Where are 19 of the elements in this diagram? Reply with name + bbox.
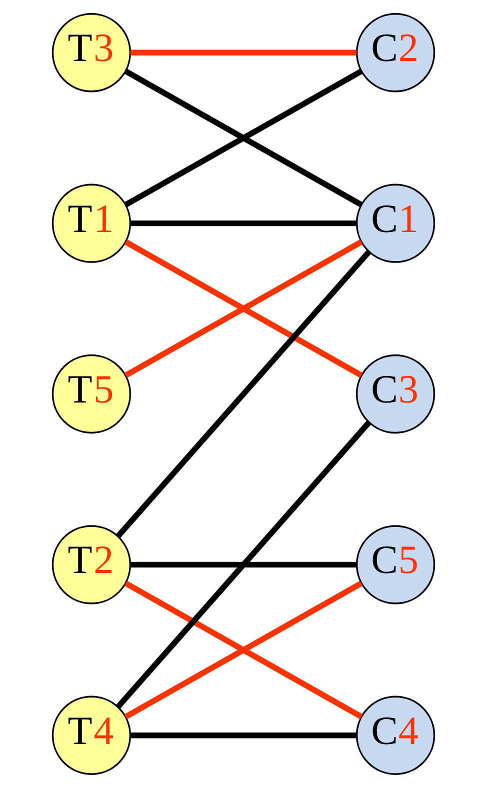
connector bbox=[124, 239, 362, 378]
connector bbox=[115, 420, 370, 709]
node-circle: C3 bbox=[355, 354, 435, 434]
connector bbox=[124, 68, 362, 208]
connector bbox=[130, 220, 356, 226]
connector bbox=[124, 580, 362, 720]
connector bbox=[130, 562, 356, 568]
node-circle: T3 bbox=[51, 13, 131, 92]
node-circle: T1 bbox=[51, 184, 131, 263]
node-circle: C4 bbox=[355, 696, 435, 775]
node-circle: T5 bbox=[51, 354, 131, 434]
connector bbox=[130, 732, 356, 738]
node-circle: C5 bbox=[355, 525, 435, 604]
node-circle: T4 bbox=[51, 696, 131, 775]
node-circle: C1 bbox=[355, 184, 435, 263]
connector bbox=[130, 50, 356, 56]
connector bbox=[115, 250, 370, 538]
node-circle: T2 bbox=[51, 525, 131, 604]
node-circle: C2 bbox=[355, 13, 435, 92]
